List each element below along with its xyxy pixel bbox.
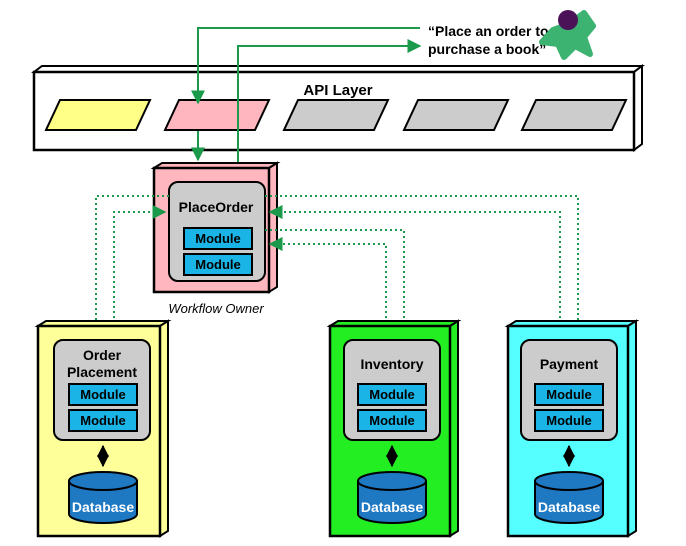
- api-slot[interactable]: [44, 99, 152, 131]
- to-payment-arrow: [265, 195, 585, 340]
- response-arrow: [237, 39, 422, 168]
- api-slot-place-order[interactable]: [163, 99, 271, 131]
- module-box: [183, 227, 253, 250]
- module-box: [183, 253, 253, 276]
- service-name: Payment: [540, 356, 599, 372]
- module-box: [68, 383, 138, 406]
- module-label: Module: [546, 387, 592, 402]
- request-arrows: [191, 27, 422, 168]
- service-inventory[interactable]: Inventory Module Module Database: [326, 319, 462, 538]
- database-label: Database: [361, 499, 423, 515]
- from-inventory-arrow: [268, 237, 387, 338]
- service-name: Placement: [67, 364, 137, 380]
- database-label: Database: [72, 499, 134, 515]
- request-note: “Place an order to purchase a book”: [428, 23, 549, 57]
- user-actor-icon: [539, 10, 596, 60]
- from-payment-arrow: [268, 205, 561, 338]
- api-layer: API Layer: [31, 64, 645, 152]
- database-cylinder-icon: [534, 471, 604, 524]
- module-label: Module: [80, 387, 126, 402]
- orchestration-arrows: [89, 195, 585, 340]
- service-name: Inventory: [360, 356, 423, 372]
- to-inventory-arrow: [265, 229, 411, 340]
- module-label: Module: [195, 231, 241, 246]
- database-cylinder-icon: [68, 471, 138, 524]
- module-label: Module: [546, 413, 592, 428]
- service-name: Order: [83, 347, 122, 363]
- api-layer-title: API Layer: [303, 82, 372, 99]
- api-slot[interactable]: [520, 99, 628, 131]
- module-label: Module: [369, 413, 415, 428]
- orchestrator-name: PlaceOrder: [179, 199, 254, 215]
- database-cylinder-icon: [357, 471, 427, 524]
- module-label: Module: [80, 413, 126, 428]
- request-text-line2: purchase a book”: [428, 41, 546, 57]
- api-slot[interactable]: [402, 99, 510, 131]
- module-box: [357, 409, 427, 432]
- module-box: [534, 383, 604, 406]
- service-payment[interactable]: Payment Module Module Database: [504, 319, 640, 538]
- workflow-owner-caption: Workflow Owner: [168, 301, 264, 316]
- service-order-placement[interactable]: Order Placement Module Module Database: [34, 319, 172, 538]
- request-text-line1: “Place an order to: [428, 23, 549, 39]
- module-box: [534, 409, 604, 432]
- database-label: Database: [538, 499, 600, 515]
- request-arrow: [191, 27, 420, 105]
- module-box: [68, 409, 138, 432]
- orchestrator-service[interactable]: PlaceOrder Module Module: [150, 161, 281, 294]
- api-slot[interactable]: [282, 99, 390, 131]
- module-box: [357, 383, 427, 406]
- module-label: Module: [369, 387, 415, 402]
- from-order-placement-arrow: [113, 205, 167, 338]
- module-label: Module: [195, 257, 241, 272]
